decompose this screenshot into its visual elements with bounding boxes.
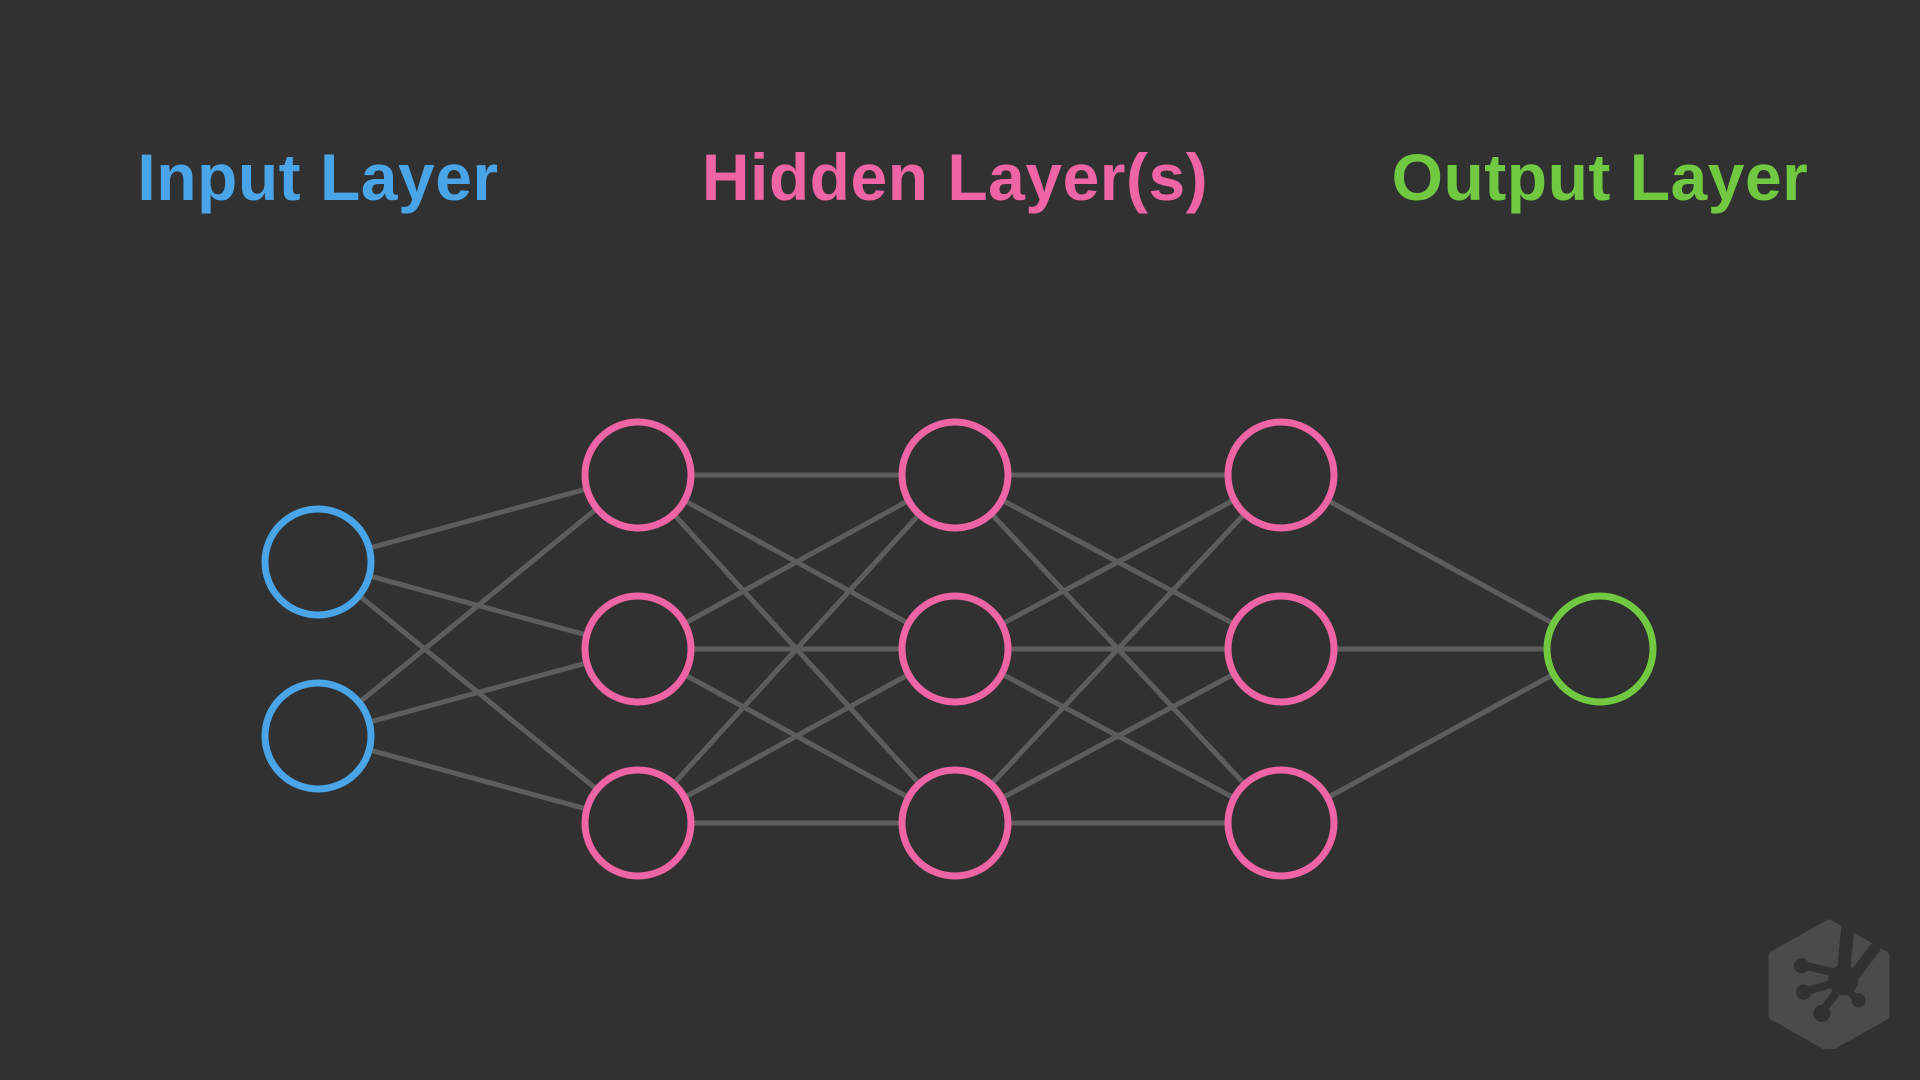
connection-edge bbox=[953, 472, 1283, 652]
input-node-2 bbox=[261, 679, 375, 793]
hidden-3-node-3 bbox=[1224, 766, 1338, 880]
connection-edge bbox=[316, 473, 640, 738]
input-layer-label: Input Layer bbox=[137, 140, 499, 214]
output-layer-label: Output Layer bbox=[1391, 140, 1809, 214]
hidden-1-node-2 bbox=[581, 592, 695, 706]
connection-edge bbox=[953, 473, 1283, 825]
hidden-3-node-1 bbox=[1224, 418, 1338, 532]
input-node-1 bbox=[261, 505, 375, 619]
connection-edge bbox=[636, 473, 957, 825]
output-node-1 bbox=[1543, 592, 1657, 706]
hidden-layers-label: Hidden Layer(s) bbox=[701, 140, 1209, 214]
hidden-3-node-2 bbox=[1224, 592, 1338, 706]
treehouse-frog-footprint-logo-icon bbox=[1768, 919, 1890, 1049]
hidden-1-node-1 bbox=[581, 418, 695, 532]
hidden-2-node-1 bbox=[898, 418, 1012, 532]
hidden-2-node-2 bbox=[898, 592, 1012, 706]
connection-edge bbox=[636, 472, 957, 652]
hidden-2-node-3 bbox=[898, 766, 1012, 880]
connection-edge bbox=[1279, 646, 1602, 826]
connection-edge bbox=[636, 646, 957, 826]
connection-edge bbox=[1279, 472, 1602, 652]
connection-edge bbox=[953, 646, 1283, 826]
hidden-1-node-3 bbox=[581, 766, 695, 880]
nodes-group bbox=[261, 418, 1657, 880]
logo-footprint-cutout bbox=[1793, 919, 1881, 1023]
